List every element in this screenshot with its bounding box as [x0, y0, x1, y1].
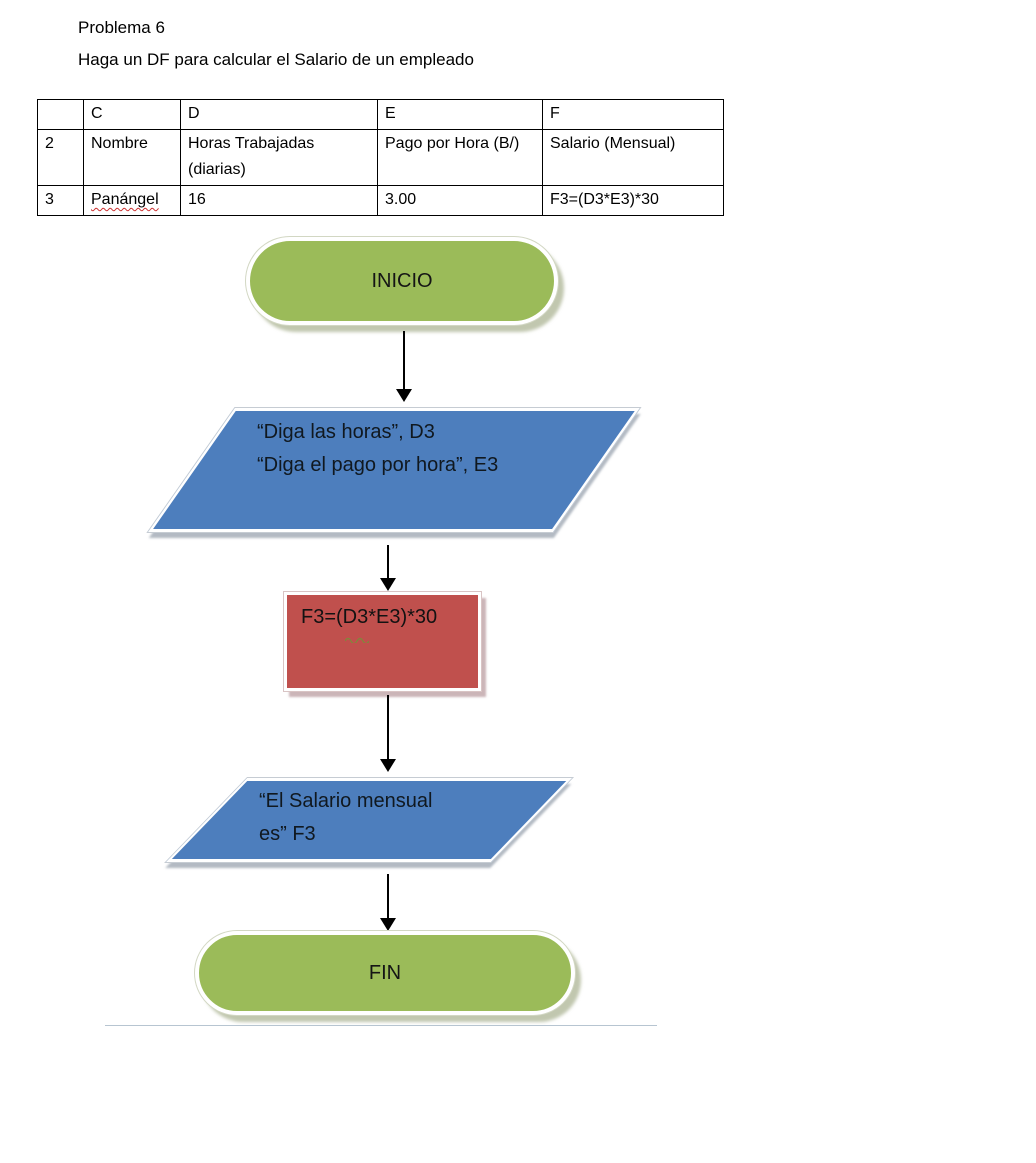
io-output-line1: “El Salario mensual: [259, 790, 433, 812]
header-col-c: C: [83, 99, 181, 130]
header-col-d: D: [180, 99, 378, 130]
spellcheck-squiggle-icon: [345, 637, 369, 643]
process-rectangle: F3=(D3*E3)*30: [284, 592, 481, 691]
cell-rownum-2: 2: [37, 129, 84, 186]
arrow-line: [387, 545, 389, 578]
cell-d2-horas: Horas Trabajadas (diarias): [180, 129, 378, 186]
cell-c3-nombre-valor: Panángel: [83, 185, 181, 216]
flow-arrow-down: [396, 331, 412, 402]
page-title: Problema 6: [78, 18, 165, 37]
cell-f2-salario: Salario (Mensual): [542, 129, 724, 186]
arrow-head-icon: [396, 389, 412, 402]
flow-arrow-down: [380, 695, 396, 772]
cell-e2-pago: Pago por Hora (B/): [377, 129, 543, 186]
header-col-f: F: [542, 99, 724, 130]
table-row: 3 Panángel 16 3.00 F3=(D3*E3)*30: [37, 185, 724, 216]
arrow-head-icon: [380, 918, 396, 931]
arrow-head-icon: [380, 578, 396, 591]
table-row: 2 Nombre Horas Trabajadas (diarias) Pago…: [37, 129, 724, 186]
arrow-line: [403, 331, 405, 389]
io-output-text: “El Salario mensual es” F3: [259, 785, 432, 851]
cell-f3-formula: F3=(D3*E3)*30: [542, 185, 724, 216]
terminator-end-label: FIN: [368, 961, 402, 984]
arrow-line: [387, 695, 389, 759]
arrow-head-icon: [380, 759, 396, 772]
page-subtitle: Haga un DF para calcular el Salario de u…: [78, 50, 474, 69]
spreadsheet-table: C D E F 2 Nombre Horas Trabajadas (diari…: [37, 99, 724, 216]
io-input-line2: “Diga el pago por hora”, E3: [257, 454, 499, 476]
io-input-text: “Diga las horas”, D3 “Diga el pago por h…: [257, 416, 498, 482]
io-input-line1: “Diga las horas”, D3: [257, 421, 435, 443]
terminator-start-label: INICIO: [371, 269, 433, 292]
terminator-end: FIN: [195, 931, 575, 1015]
io-output-line2: es” F3: [259, 823, 316, 845]
flow-arrow-down: [380, 545, 396, 591]
misspelled-word: Panángel: [91, 191, 159, 208]
cell-rownum-3: 3: [37, 185, 84, 216]
flow-arrow-down: [380, 874, 396, 931]
cell-d3-horas-valor: 16: [180, 185, 378, 216]
header-col-e: E: [377, 99, 543, 130]
process-formula-label: F3=(D3*E3)*30: [301, 606, 438, 628]
cell-c2-nombre: Nombre: [83, 129, 181, 186]
horizontal-divider: [105, 1025, 657, 1026]
header-rownum: [37, 99, 84, 130]
arrow-line: [387, 874, 389, 918]
table-header-row: C D E F: [37, 99, 724, 130]
cell-e3-pago-valor: 3.00: [377, 185, 543, 216]
terminator-start: INICIO: [246, 237, 558, 325]
